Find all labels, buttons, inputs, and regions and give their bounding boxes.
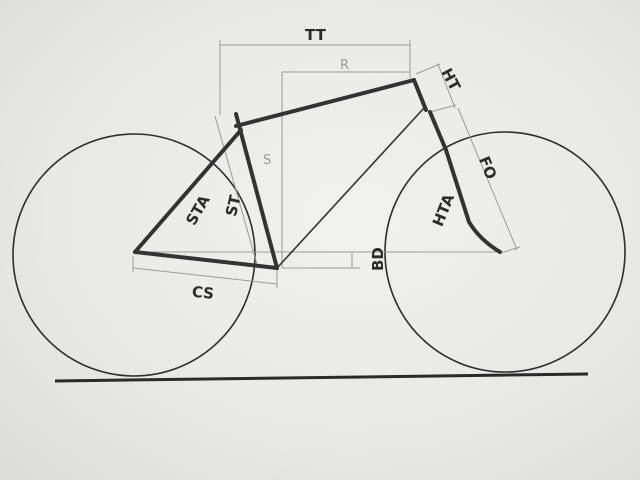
label-tt: TT bbox=[305, 26, 327, 44]
label-cs: CS bbox=[191, 283, 215, 303]
label-s: S bbox=[263, 153, 271, 168]
label-r: R bbox=[340, 58, 349, 73]
label-sta: STA bbox=[182, 192, 214, 229]
bike-frame bbox=[133, 78, 502, 270]
rear-wheel bbox=[12, 133, 256, 377]
label-bd: BD bbox=[369, 247, 387, 271]
dimension-lines bbox=[132, 40, 521, 288]
ground-line bbox=[54, 372, 589, 383]
label-fo: FO bbox=[475, 154, 500, 182]
label-hta: HTA bbox=[429, 191, 458, 229]
label-st: ST bbox=[222, 193, 244, 218]
label-ht: HT bbox=[437, 65, 464, 94]
